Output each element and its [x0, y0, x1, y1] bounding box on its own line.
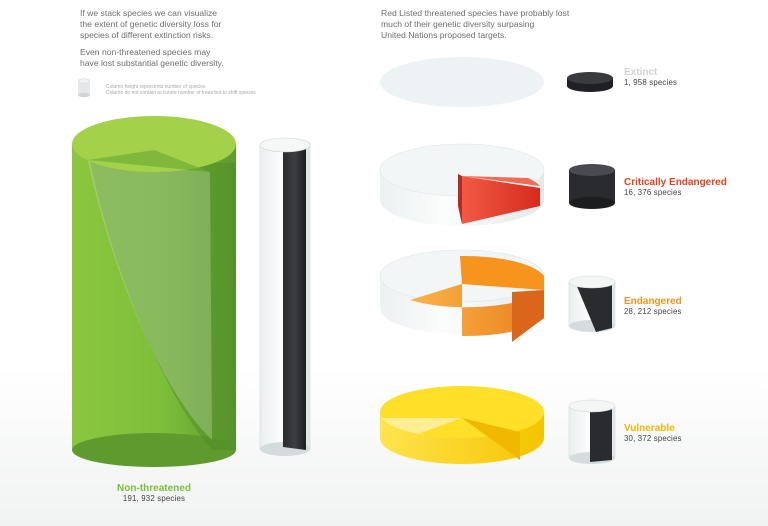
cylinder-icon	[77, 78, 91, 98]
intro-right-line: United Nations proposed targets.	[381, 29, 507, 40]
non-threatened-cylinder	[72, 116, 236, 467]
extinct-disc	[567, 72, 613, 92]
species-count: 30, 372 species	[624, 434, 682, 443]
endangered-pie	[379, 249, 545, 342]
vulnerable-pie	[380, 386, 544, 464]
label-non-threatened: Non-threatened 191, 932 species	[84, 483, 224, 503]
extinct-pie	[380, 57, 544, 107]
intro-left-line: the extent of genetic diversity loss for	[80, 18, 222, 29]
legend-line: Column do not contain accurate number of…	[106, 90, 256, 96]
intro-left-line: species of different extinction risks.	[80, 29, 214, 40]
intro-left: If we stack species we can visualize the…	[80, 8, 221, 40]
label-extinct: Extinct 1, 958 species	[624, 67, 677, 87]
endangered-cylinder	[568, 275, 616, 332]
category-name: Critically Endangered	[624, 177, 727, 188]
intro-right: Red Listed threatened species have proba…	[381, 8, 569, 40]
category-name: Non-threatened	[117, 483, 191, 494]
critically-endangered-cylinder	[569, 164, 615, 209]
intro-left-2-line: have lost substantial genetic diversity.	[80, 57, 224, 68]
intro-left-2-line: Even non-threatened species may	[80, 47, 211, 57]
category-name: Endangered	[624, 296, 682, 307]
species-count: 191, 932 species	[122, 494, 186, 503]
species-count: 1, 958 species	[624, 78, 678, 87]
label-vulnerable: Vulnerable 30, 372 species	[624, 423, 682, 443]
category-name: Extinct	[624, 67, 658, 78]
intro-right-line: much of their genetic diversity surpasin…	[381, 18, 535, 29]
intro-left-2: Even non-threatened species may have los…	[80, 47, 224, 69]
vulnerable-cylinder	[568, 399, 616, 464]
label-endangered: Endangered 28, 212 species	[624, 296, 682, 316]
species-count: 28, 212 species	[624, 307, 682, 316]
label-critically-endangered: Critically Endangered 16, 376 species	[624, 177, 727, 197]
critically-endangered-pie	[379, 143, 545, 226]
legend: Column height represents number of speci…	[106, 84, 256, 96]
species-tube	[259, 137, 311, 456]
intro-left-line: If we stack species we can visualize	[80, 8, 218, 18]
category-name: Vulnerable	[624, 423, 675, 434]
intro-right-line: Red Listed threatened species have proba…	[381, 8, 570, 18]
legend-line: Column height represents number of speci…	[106, 84, 206, 90]
species-count: 16, 376 species	[624, 188, 682, 197]
